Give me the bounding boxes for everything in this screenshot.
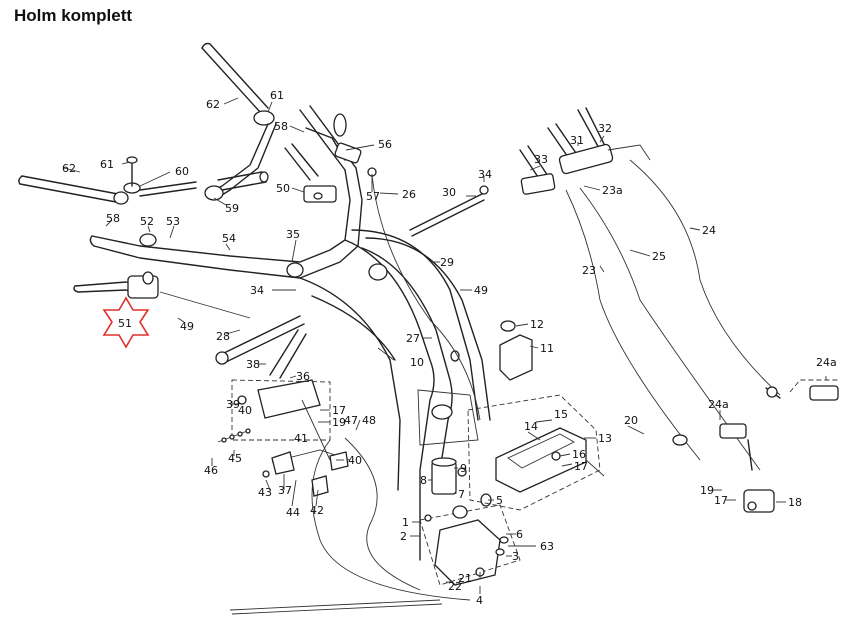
- callout-label: 61: [270, 89, 284, 102]
- callout-label: 27: [406, 332, 420, 345]
- callout-label: 12: [530, 318, 544, 331]
- callout-label: 4: [476, 594, 483, 607]
- callout-label: 19: [332, 416, 346, 429]
- callout-label: 7: [458, 488, 465, 501]
- star-icon: [102, 296, 150, 349]
- callout-label: 42: [310, 504, 324, 517]
- frame-column: [299, 229, 491, 561]
- callout-label: 31: [570, 134, 584, 147]
- callout-label: 10: [410, 356, 424, 369]
- callout-label: 58: [106, 212, 120, 225]
- page-title: Holm komplett: [14, 6, 133, 25]
- callout-label: 9: [460, 462, 467, 475]
- callout-label: 18: [788, 496, 802, 509]
- highlight-star-marker: 51: [102, 296, 150, 349]
- callout-label: 38: [246, 358, 260, 371]
- callout-label: 23: [582, 264, 596, 277]
- callout-label: 1: [402, 516, 409, 529]
- callout-label: 52: [140, 215, 154, 228]
- callout-label: 59: [225, 202, 239, 215]
- callout-label: 34: [250, 284, 264, 297]
- callout-label: 8: [420, 474, 427, 487]
- callout-label: 44: [286, 506, 300, 519]
- leader-lines: [63, 97, 827, 594]
- upper-left-handle-assembly: [18, 42, 277, 205]
- callout-label: 54: [222, 232, 236, 245]
- callout-label: 40: [238, 404, 252, 417]
- callout-label: 34: [478, 168, 492, 181]
- callout-label: 14: [524, 420, 538, 433]
- callout-label: 25: [652, 250, 666, 263]
- callout-label: 19: [700, 484, 714, 497]
- callout-label: 17: [714, 494, 728, 507]
- callout-label: 17: [574, 460, 588, 473]
- callout-label: 16: [572, 448, 586, 461]
- callout-label: 49: [180, 320, 194, 333]
- lower-cables: [217, 428, 471, 615]
- callout-label: 3: [512, 550, 519, 563]
- callout-label: 39: [226, 398, 240, 411]
- callout-label: 50: [276, 182, 290, 195]
- lower-left-linkage: [215, 315, 331, 461]
- callout-label: 30: [442, 186, 456, 199]
- lower-base-assembly: [419, 457, 521, 586]
- callout-label: 23a: [602, 184, 623, 197]
- callout-label: 15: [554, 408, 568, 421]
- callout-label: 62: [62, 162, 76, 175]
- callout-label: 5: [496, 494, 503, 507]
- callout-label: 62: [206, 98, 220, 111]
- callout-label: 63: [540, 540, 554, 553]
- callout-label: 20: [624, 414, 638, 427]
- callout-label: 24a: [816, 356, 837, 369]
- callout-label: 57: [366, 190, 380, 203]
- right-linkage: [371, 107, 840, 513]
- tray-assembly: [467, 394, 605, 511]
- callout-label: 2: [400, 530, 407, 543]
- callout-label: 49: [474, 284, 488, 297]
- callout-label: 35: [286, 228, 300, 241]
- callout-label: 46: [204, 464, 218, 477]
- callout-label: 41: [294, 432, 308, 445]
- callout-label: 24a: [708, 398, 729, 411]
- callout-label: 28: [216, 330, 230, 343]
- callout-label: 47: [344, 414, 358, 427]
- callout-label: 56: [378, 138, 392, 151]
- callout-label: 21: [458, 572, 472, 585]
- main-handlebar: [89, 105, 377, 279]
- callout-label: 32: [598, 122, 612, 135]
- clutch-lever-51: [73, 271, 251, 319]
- callout-label: 17: [332, 404, 346, 417]
- callout-label: 45: [228, 452, 242, 465]
- callout-label: 53: [166, 215, 180, 228]
- callout-label: 13: [598, 432, 612, 445]
- callout-label: 48: [362, 414, 376, 427]
- callout-labels: 62 61 58 56 61 60 62 59 50 57 26 30 34 3…: [62, 89, 837, 607]
- callout-label: 33: [534, 153, 548, 166]
- callout-label: 22: [448, 580, 462, 593]
- star-marker-label: 51: [118, 317, 132, 330]
- callout-label: 11: [540, 342, 554, 355]
- callout-label: 58: [274, 120, 288, 133]
- callout-label: 26: [402, 188, 416, 201]
- callout-label: 6: [516, 528, 523, 541]
- callout-label: 24: [702, 224, 716, 237]
- callout-label: 40: [348, 454, 362, 467]
- callout-label: 37: [278, 484, 292, 497]
- callout-label: 60: [175, 165, 189, 178]
- callout-label: 29: [440, 256, 454, 269]
- callout-label: 43: [258, 486, 272, 499]
- callout-label: 36: [296, 370, 310, 383]
- bracket-11: [499, 320, 533, 381]
- callout-label: 61: [100, 158, 114, 171]
